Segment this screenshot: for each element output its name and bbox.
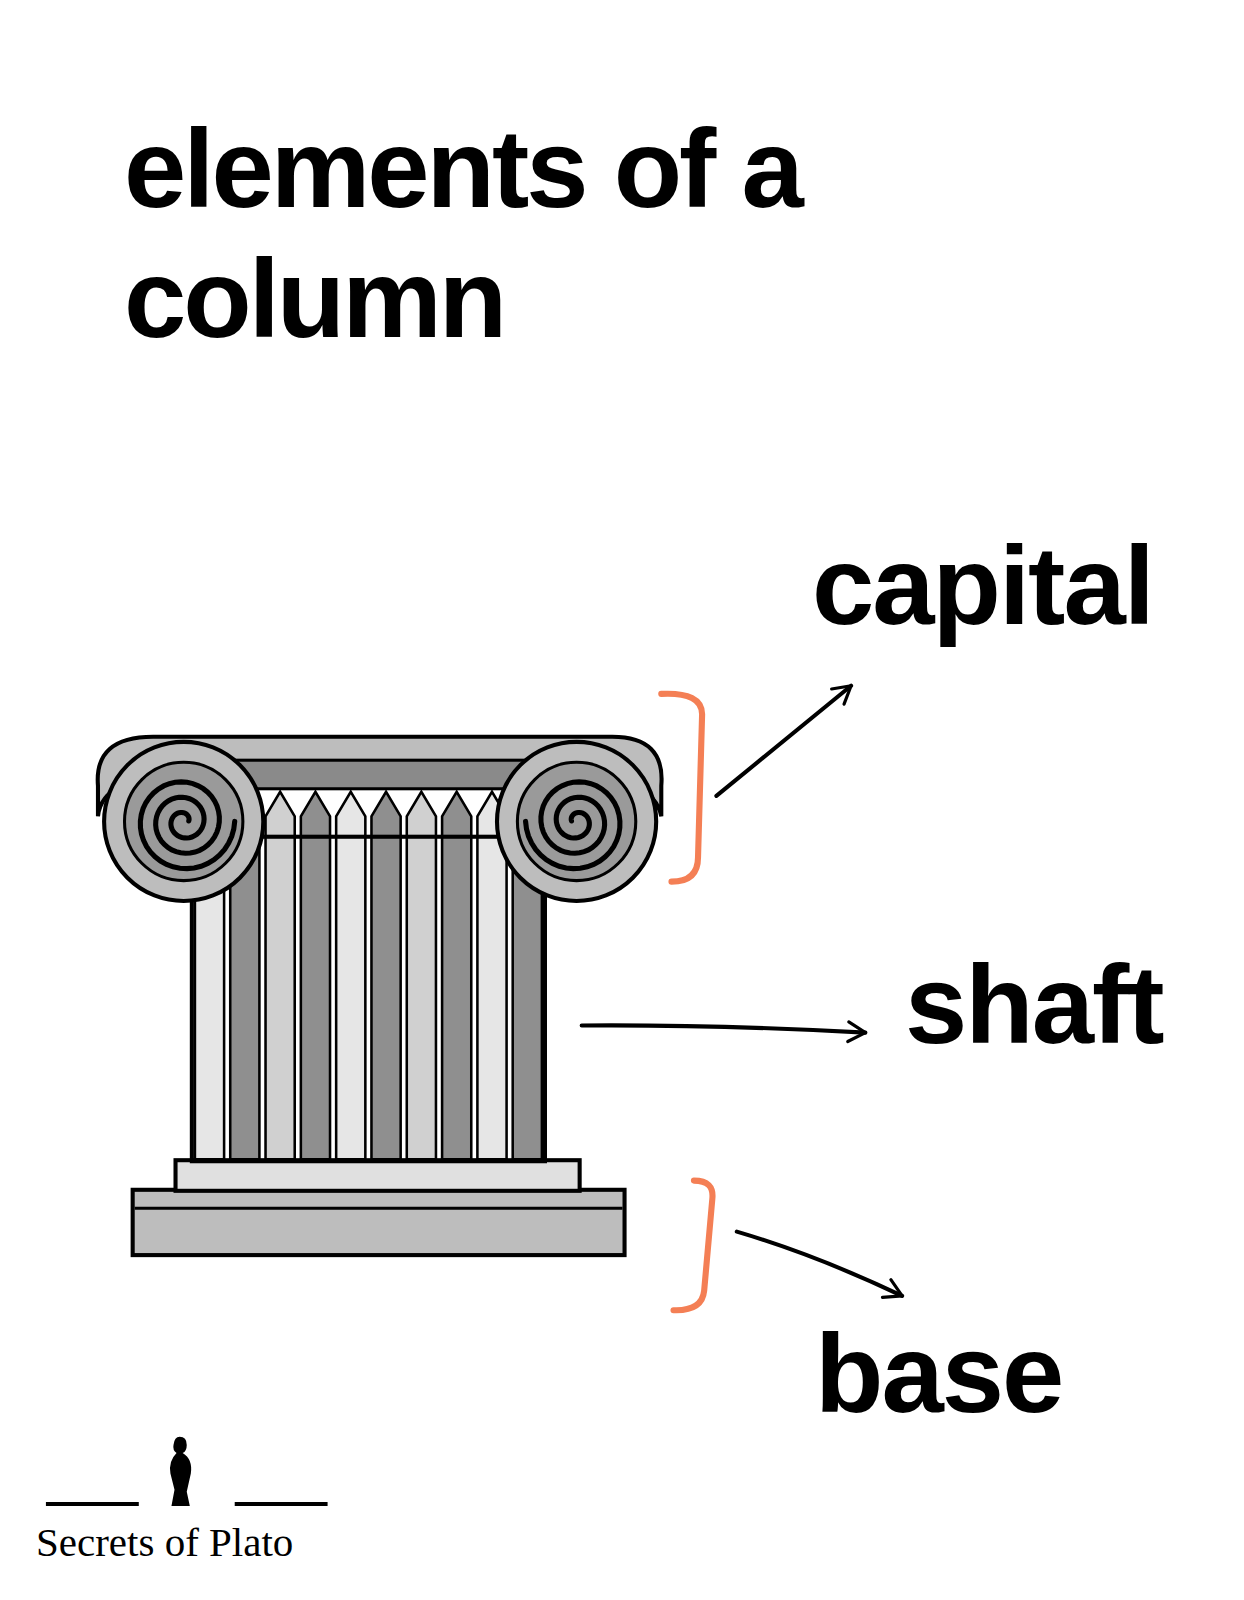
volute-spirals: [140, 782, 620, 869]
leader-arrow: [582, 1025, 866, 1032]
torus: [176, 1160, 580, 1191]
logo-rule: [46, 1502, 139, 1506]
logo-rule: [235, 1502, 328, 1506]
part-name: base: [815, 1312, 1062, 1435]
plinth: [133, 1190, 625, 1255]
diagram-title: elements of a column: [124, 104, 814, 364]
leader-arrow: [716, 686, 851, 796]
volute: [497, 742, 656, 901]
watermark: Secrets of Plato: [36, 1520, 293, 1565]
leader-arrow: [737, 1232, 902, 1296]
part-name: capital: [812, 524, 1153, 647]
part-name: shaft: [905, 943, 1163, 1066]
shaft-outline: [192, 837, 545, 1161]
bracket: [674, 1181, 713, 1311]
bracket: [661, 694, 702, 882]
statue-icon: [170, 1437, 191, 1506]
volute: [104, 742, 263, 901]
